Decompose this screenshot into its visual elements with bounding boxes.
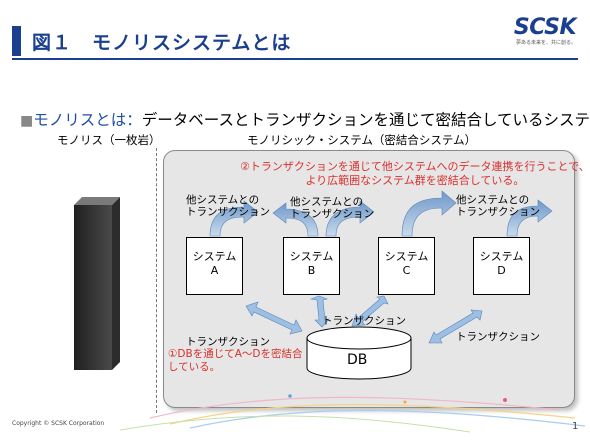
other-tx-line: トランザクション: [456, 206, 540, 218]
logo-tagline: 夢ある未来を、共に創る。: [515, 40, 576, 46]
title-bar: 図１ モノリスシステムとは: [12, 26, 588, 60]
monolith-label: モノリス（一枚岩）: [57, 133, 161, 147]
note-transaction-coupling: ②トランザクションを通じて他システムへのデータ連携を行うことで、 より広範囲なシ…: [240, 160, 590, 188]
bullet-icon: ■: [20, 113, 34, 129]
arrow-a-out: [209, 200, 259, 237]
arrow-c-out: [401, 190, 457, 237]
title-accent: [12, 26, 21, 56]
other-tx-line: トランザクション: [290, 208, 374, 220]
arrow-db-c: [351, 295, 389, 327]
page-number: 1: [572, 421, 579, 432]
arrow-db-a: [245, 301, 303, 335]
db-label: DB: [347, 352, 368, 368]
tx-label-b: トランザクション: [322, 315, 406, 327]
monolith-side: [112, 197, 120, 370]
other-tx-line: トランザクション: [186, 206, 270, 218]
system-a-label: システム: [192, 250, 237, 263]
note-line: している。: [168, 361, 221, 373]
title-rule: [12, 58, 578, 60]
arrow-b-in: [272, 202, 319, 237]
system-c-label: システム: [384, 250, 429, 263]
lead-text: データベースとトランザクションを通じて密結合しているシステム: [141, 111, 590, 129]
db-cylinder: [306, 326, 412, 380]
arrow-db-d: [428, 309, 483, 344]
arrow-b-out: [325, 200, 375, 237]
system-b-id: B: [307, 264, 316, 277]
other-tx-line: 他システムとの: [290, 196, 364, 208]
tx-label-a: トランザクション: [186, 336, 270, 348]
note-line: ②トランザクションを通じて他システムへのデータ連携を行うことで、: [240, 160, 590, 173]
system-a-id: A: [210, 264, 219, 277]
other-tx-label-d: 他システムとの トランザクション: [456, 194, 540, 218]
other-tx-line: 他システムとの: [186, 194, 260, 206]
note-db-coupling: ①DBを通じてA～Dを密結合 している。: [168, 348, 302, 374]
system-d-label: システム: [479, 250, 524, 263]
arrow-db-b: [309, 295, 330, 328]
page-title: 図１ モノリスシステムとは: [32, 32, 292, 54]
system-b-label: システム: [289, 250, 334, 263]
note-line: より広範囲なシステム群を密結合している。: [305, 174, 525, 187]
system-d-id: D: [497, 264, 506, 277]
other-tx-label-a: 他システムとの トランザクション: [186, 194, 270, 218]
monolith-top: [74, 197, 120, 205]
arrow-d-out: [506, 199, 553, 237]
system-c-box: システム C: [378, 237, 435, 295]
logo-wordmark: SCSK: [513, 15, 577, 40]
lead-keyword: モノリスとは：: [33, 111, 142, 129]
note-line: ①DBを通じてA～Dを密結合: [168, 348, 303, 360]
system-a-box: システム A: [186, 237, 243, 295]
monolith-front: [74, 205, 112, 370]
system-d-box: システム D: [473, 237, 530, 295]
scsk-logo: SCSK 夢ある未来を、共に創る。: [496, 15, 577, 47]
dashed-divider: [156, 148, 157, 413]
other-tx-label-b: 他システムとの トランザクション: [290, 196, 374, 220]
copyright: Copyright © SCSK Corporation: [12, 420, 105, 427]
tx-label-d: トランザクション: [456, 331, 540, 343]
monolithic-system-label: モノリシック・システム（密結合システム）: [247, 133, 477, 147]
lead-sentence: ■モノリスとは：データベースとトランザクションを通じて密結合しているシステム: [20, 108, 590, 130]
other-tx-line: 他システムとの: [456, 194, 530, 206]
system-c-id: C: [402, 264, 411, 277]
system-b-box: システム B: [283, 237, 340, 295]
